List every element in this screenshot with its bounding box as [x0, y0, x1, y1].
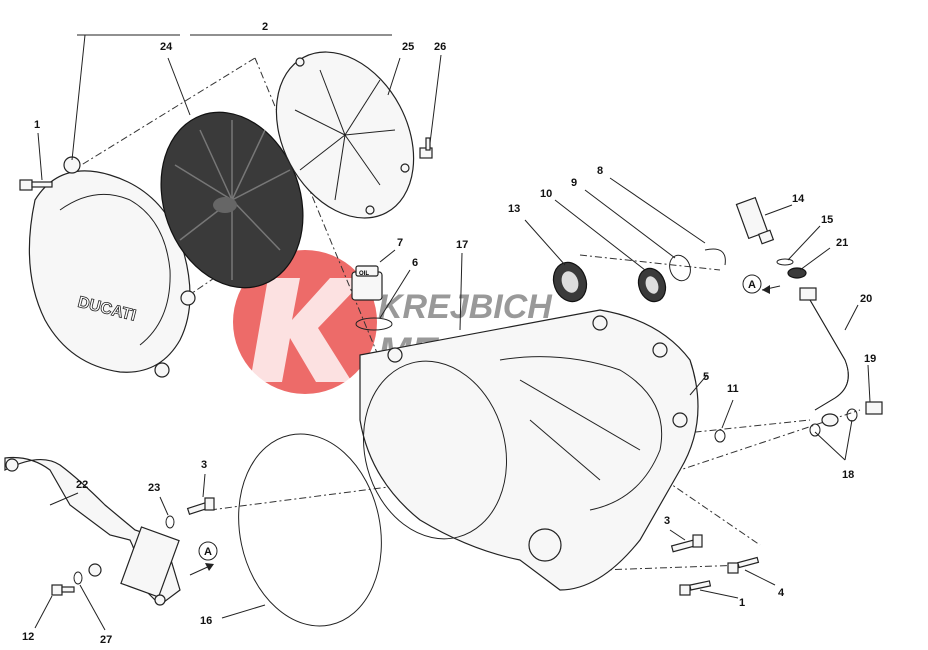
- callout-14: 14: [792, 193, 805, 205]
- callout-26: 26: [434, 41, 446, 53]
- callout-6: 6: [412, 257, 418, 269]
- callout-22: 22: [76, 479, 88, 491]
- callout-3-left: 3: [201, 459, 207, 471]
- callout-1-top: 1: [34, 119, 40, 131]
- callout-24: 24: [160, 41, 173, 53]
- ref-marker-upper: A: [742, 274, 781, 294]
- ref-marker-upper-text: A: [748, 279, 756, 291]
- bracket: [4, 456, 181, 606]
- callout-23: 23: [148, 482, 160, 494]
- casing-o-ring: [238, 433, 382, 627]
- callout-2: 2: [262, 21, 268, 33]
- callout-21: 21: [836, 237, 848, 249]
- top-screws: [19, 137, 433, 191]
- seals: [552, 248, 726, 303]
- callout-1-bottom: 1: [739, 597, 745, 609]
- callout-25: 25: [402, 41, 414, 53]
- clutch-cover: DUCATI: [28, 156, 196, 378]
- small-fasteners: [51, 497, 760, 596]
- washer-11: [714, 429, 726, 443]
- callout-4: 4: [778, 587, 785, 599]
- callout-8: 8: [597, 165, 603, 177]
- watermark-k-glyph: [250, 278, 366, 382]
- callout-13: 13: [508, 203, 520, 215]
- callout-18: 18: [842, 469, 854, 481]
- oil-pipe-assembly: [735, 196, 883, 437]
- engine-casing: [359, 309, 699, 591]
- ref-marker-lower-text: A: [204, 546, 212, 558]
- callout-5: 5: [703, 371, 709, 383]
- callout-10: 10: [540, 188, 552, 200]
- inspection-plate: [275, 51, 415, 219]
- watermark-line1: KREJBICH: [378, 288, 553, 326]
- callout-16: 16: [200, 615, 212, 627]
- callout-27: 27: [100, 634, 112, 646]
- callout-12: 12: [22, 631, 34, 643]
- oil-cap-text: OIL: [359, 271, 369, 277]
- callout-19: 19: [864, 353, 876, 365]
- callout-15: 15: [821, 214, 833, 226]
- callout-3-right: 3: [664, 515, 670, 527]
- leader-lines: [34, 34, 871, 631]
- ref-marker-lower: A: [189, 541, 218, 576]
- callout-20: 20: [860, 293, 872, 305]
- callout-7: 7: [397, 237, 403, 249]
- callout-9: 9: [571, 177, 577, 189]
- callout-labels: 1 2 24 25 26 7 6 17 13 10 9 8 14 15 21 2…: [22, 21, 876, 646]
- oil-filler-cap: OIL: [351, 265, 393, 331]
- clutch-cover-gasket: [160, 111, 304, 289]
- callout-11: 11: [727, 383, 739, 395]
- callout-17: 17: [456, 239, 468, 251]
